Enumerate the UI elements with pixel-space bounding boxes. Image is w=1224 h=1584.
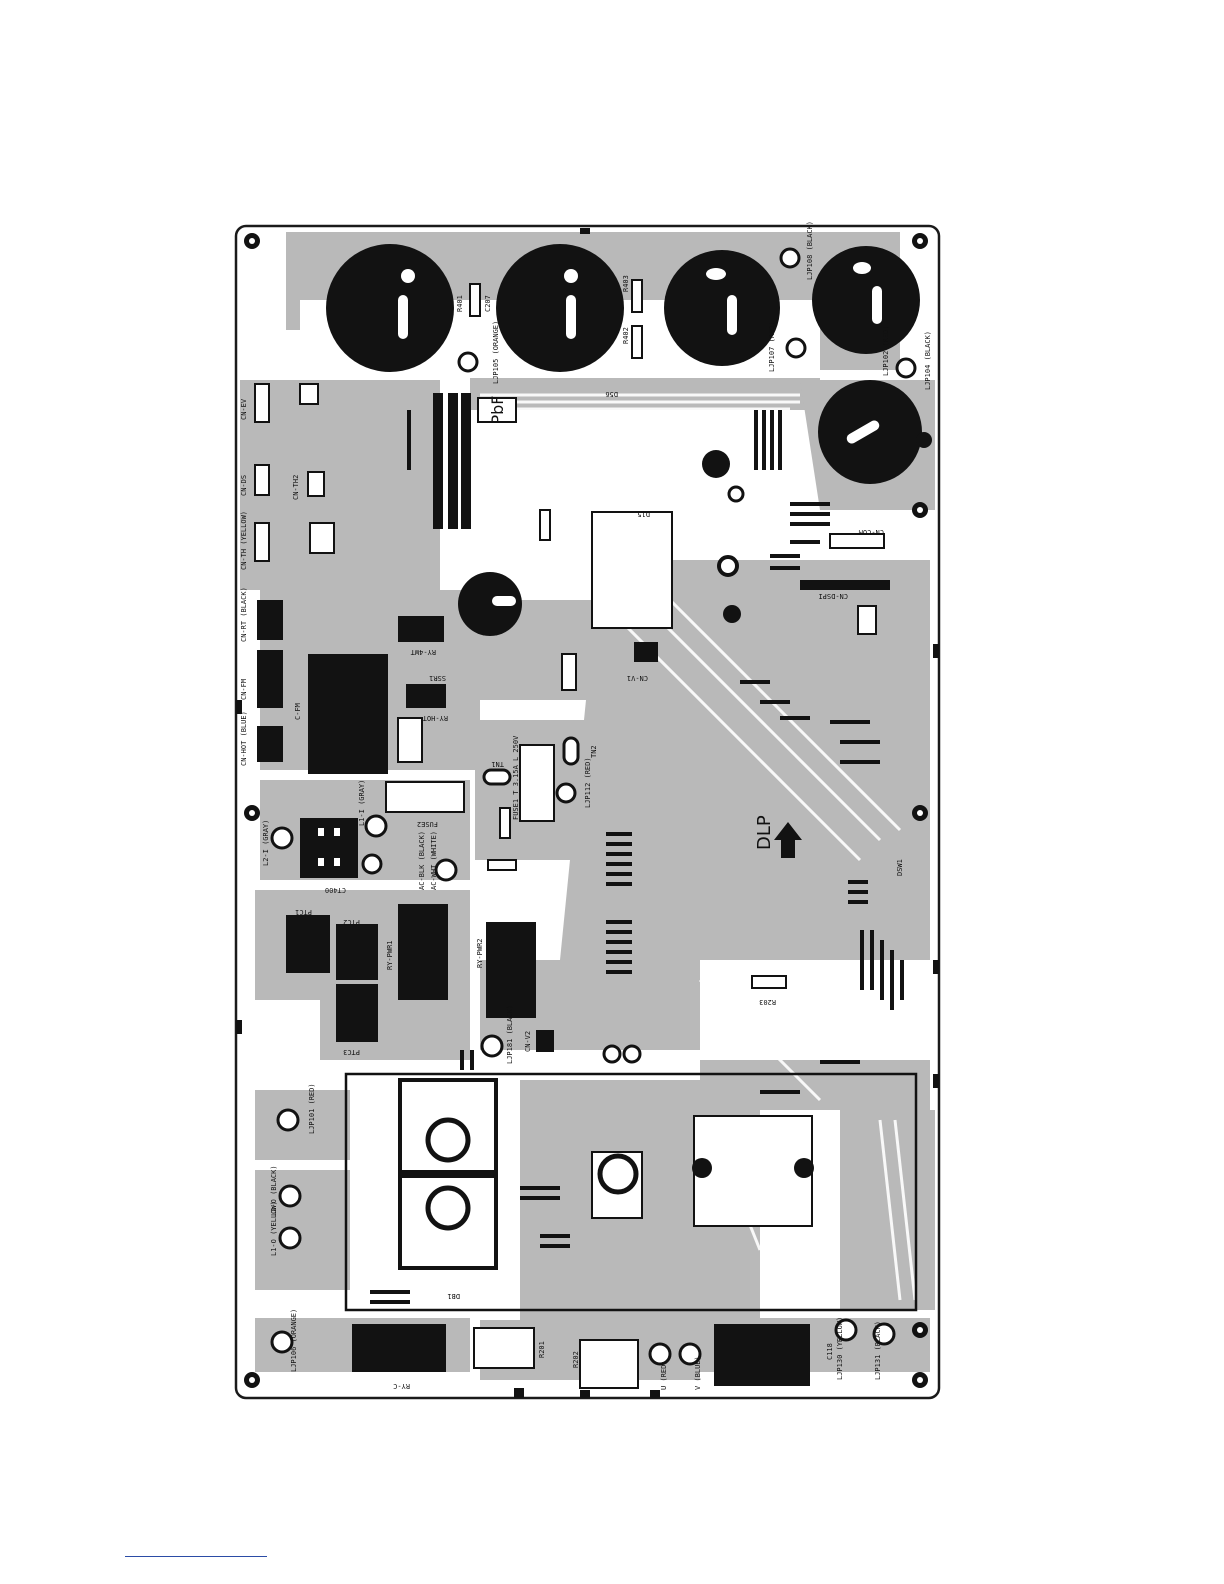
power-module-outline — [344, 1072, 918, 1312]
edge-tabs — [236, 228, 939, 1398]
label-ac-wht: AC-WHT (WHITE) — [430, 831, 438, 890]
ipm-module — [692, 1115, 814, 1227]
label-u-red: U (RED) — [660, 1360, 668, 1390]
label-cn-v1: CN-V1 — [627, 674, 648, 682]
terminal-block — [579, 1339, 639, 1389]
label-cn-ev: CN-EV — [240, 398, 248, 420]
label-cn-th: CN-TH (YELLOW) — [240, 511, 248, 570]
label-l2-o: L2-O (BLACK) — [270, 1165, 278, 1216]
label-cn-com: CN-COM — [859, 528, 884, 536]
relay-ry-pwr1 — [398, 904, 448, 1000]
resistors — [469, 279, 787, 989]
label-ljp101: LJP101 (RED) — [308, 1083, 316, 1134]
label-ljp131: LJP131 (BLACK) — [874, 1321, 882, 1380]
silkscreen-labels: R401 C207 R403 R402 D56 LJP105 (ORANGE) … — [240, 221, 932, 1390]
resistor-block — [397, 717, 423, 763]
label-ry-pwr1: RY-PWR1 — [386, 940, 394, 970]
label-tn2: TN2 — [590, 745, 598, 758]
mounting-holes — [244, 233, 928, 1388]
label-ljp108: LJP108 (BLACK) — [806, 221, 814, 280]
relay-ry-hot — [406, 684, 446, 708]
label-cn-hot: CN-HOT (BLUE) — [240, 711, 248, 766]
label-tn1: TN1 — [491, 760, 504, 768]
label-l1-o: L1-O (YELLOW) — [270, 1201, 278, 1256]
label-r401: R401 — [456, 295, 464, 312]
label-r203: R203 — [759, 998, 776, 1006]
heat-bars — [407, 393, 471, 529]
dlp-logo: DLP — [754, 815, 775, 850]
bridge-rectifier-1 — [398, 1078, 498, 1174]
label-c118: C118 — [826, 1343, 834, 1360]
relay-ry-4wt — [398, 616, 444, 642]
label-c207: C207 — [484, 295, 492, 312]
connectors-left — [254, 383, 335, 762]
label-ptc2: PTC2 — [343, 918, 360, 926]
relay-ry-c — [352, 1324, 446, 1372]
label-d15: D15 — [637, 510, 650, 518]
test-pads — [270, 247, 917, 1366]
label-ptc1: PTC1 — [295, 908, 312, 916]
label-ljp181: LJP181 (BLACK) — [506, 1005, 514, 1064]
fuse2 — [385, 781, 465, 813]
label-ljp106: LJP106 (ORANGE) — [290, 1309, 298, 1372]
label-ljp105: LJP105 (ORANGE) — [492, 321, 500, 384]
smd-components — [370, 410, 904, 1304]
label-c-fm: C-FM — [294, 703, 302, 720]
label-ry-4wt: RY-4WT — [410, 648, 436, 656]
label-ljp107: LJP107 (RED) — [768, 321, 776, 372]
label-ry-hot: RY-HOT — [422, 714, 448, 722]
fuse1 — [519, 744, 555, 822]
label-cn-ds: CN-DS — [240, 475, 248, 496]
capacitor-c402 — [458, 572, 522, 636]
capacitor-c118 — [714, 1324, 810, 1386]
capacitor-c201 — [664, 250, 780, 366]
ptc1 — [286, 915, 330, 973]
label-ljp104: LJP104 (BLACK) — [924, 331, 932, 390]
label-r402: R402 — [622, 327, 630, 344]
label-l1-i: L1-I (GRAY) — [358, 780, 366, 826]
relay-ry-pwr2 — [486, 922, 536, 1018]
label-ptc3: PTC3 — [343, 1048, 360, 1056]
label-ljp102: LJP102 (RED) — [882, 325, 890, 376]
label-r202: R202 — [572, 1351, 580, 1368]
ptc2 — [336, 924, 378, 980]
capacitor-c202 — [812, 246, 920, 354]
capacitor-c100 — [326, 244, 454, 372]
label-cn-th2: CN-TH2 — [292, 475, 300, 500]
label-ljp112: LJP112 (RED) — [584, 757, 592, 808]
ptc3 — [336, 984, 378, 1042]
label-d56: D56 — [605, 390, 618, 398]
label-ssr1: SSR1 — [429, 674, 446, 682]
label-dsw1: DSW1 — [896, 859, 904, 876]
label-r201: R201 — [538, 1341, 546, 1358]
label-l2-i: L2-I (GRAY) — [262, 820, 270, 866]
capacitor-c203 — [818, 380, 932, 484]
label-ct400: CT400 — [325, 886, 346, 894]
fan-capacitor-c-fm — [308, 654, 388, 774]
label-db1: DB1 — [447, 1292, 460, 1300]
power-transistor — [591, 1151, 643, 1219]
pbf-marking: PbF — [477, 395, 517, 425]
label-cn-dspi: CN-DSPI — [818, 592, 848, 600]
label-cn-rt: CN-RT (BLACK) — [240, 587, 248, 642]
label-fuse1: FUSE1 T 3.15A L 250V — [512, 735, 520, 820]
label-cn-fm: CN-FM — [240, 679, 248, 700]
connector-cn-v2 — [536, 1030, 554, 1052]
footnote-separator — [125, 1556, 267, 1557]
bridge-rectifier-2 — [398, 1174, 498, 1270]
label-fuse2: FUSE2 — [417, 820, 438, 828]
capacitor-c101 — [496, 244, 624, 372]
dlp-arrow — [774, 822, 802, 858]
label-cn-v2: CN-V2 — [524, 1031, 532, 1052]
label-r403: R403 — [622, 275, 630, 292]
label-v-blue: V (BLUE) — [694, 1356, 702, 1390]
label-ry-pwr2: RY-PWR2 — [476, 938, 484, 968]
current-transformer-ct400 — [300, 818, 358, 878]
svg-text:PbF: PbF — [488, 395, 507, 424]
label-ac-blk: AC-BLK (BLACK) — [418, 831, 426, 890]
label-ljp130: LJP130 (YELLOW) — [836, 1317, 844, 1380]
ic-d15 — [591, 511, 673, 629]
label-ry-c: RY-C — [393, 1382, 410, 1390]
